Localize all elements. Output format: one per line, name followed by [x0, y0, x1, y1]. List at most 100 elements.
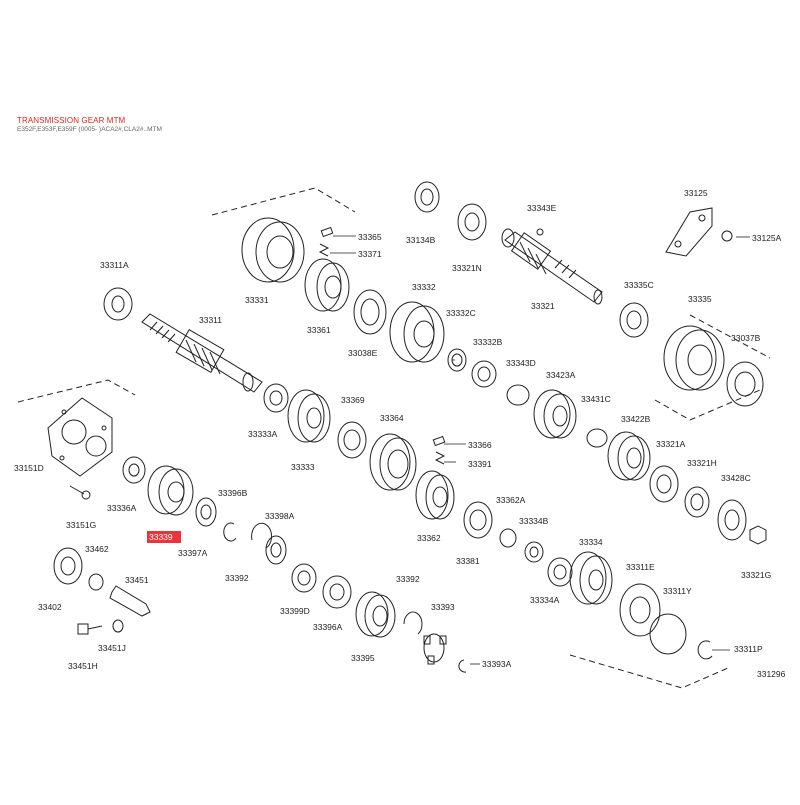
snap-ring-33311P: [697, 640, 713, 660]
part-label-33335[interactable]: 33335: [688, 294, 712, 304]
synchro-ring-33038E: [353, 289, 387, 335]
part-label-33398A[interactable]: 33398A: [265, 511, 295, 521]
synchro-ring-33037B: [726, 361, 764, 407]
collar-33431C: [586, 428, 608, 448]
part-label-33393A[interactable]: 33393A: [482, 659, 512, 669]
part-label-33428C[interactable]: 33428C: [721, 473, 751, 483]
part-label-33311P[interactable]: 33311P: [734, 644, 763, 654]
part-label-33038E[interactable]: 33038E: [348, 348, 378, 358]
part-label-33333[interactable]: 33333: [291, 462, 315, 472]
washer-33321H: [684, 486, 710, 518]
part-label-33321[interactable]: 33321: [531, 301, 555, 311]
dashed-frame-bottom: [569, 654, 729, 689]
figure-code: 331296: [757, 669, 786, 679]
sleeve-33395: [355, 591, 396, 638]
hub-33393: [423, 633, 447, 665]
part-label-33392[interactable]: 33392: [396, 574, 420, 584]
snap-ring-33392-left: [251, 522, 273, 549]
part-label-33393[interactable]: 33393: [431, 602, 455, 612]
sleeve-33364: [369, 433, 417, 491]
washer-33332C: [447, 348, 467, 372]
part-label-33343E[interactable]: 33343E: [527, 203, 557, 213]
highlight-box-33339: [147, 531, 181, 543]
part-label-33423A[interactable]: 33423A: [546, 370, 576, 380]
part-label-33125A[interactable]: 33125A: [752, 233, 782, 243]
part-label-33336A[interactable]: 33336A: [107, 503, 137, 513]
part-label-33334[interactable]: 33334: [579, 537, 603, 547]
parts-drawing: [17, 181, 771, 689]
gear-33339: [147, 465, 194, 516]
snap-ring-33393A: [458, 659, 467, 673]
part-label-33332B[interactable]: 33332B: [473, 337, 503, 347]
snap-ring-33134B: [414, 181, 440, 213]
part-label-33365[interactable]: 33365: [358, 232, 382, 242]
part-label-33451J[interactable]: 33451J: [98, 643, 126, 653]
leader-lines: [330, 235, 750, 665]
part-label-33399D[interactable]: 33399D: [280, 606, 310, 616]
part-label-33371[interactable]: 33371: [358, 249, 382, 259]
part-label-33311A[interactable]: 33311A: [100, 260, 129, 270]
retainer-33151D: [47, 397, 113, 477]
snap-ring-33311Y: [649, 613, 687, 655]
part-label-33311Y[interactable]: 33311Y: [663, 586, 692, 596]
part-label-33334A[interactable]: 33334A: [530, 595, 560, 605]
part-label-33331[interactable]: 33331: [245, 295, 269, 305]
ring-33362A: [499, 528, 517, 548]
part-label-33402[interactable]: 33402: [38, 602, 62, 612]
part-label-33334B[interactable]: 33334B: [519, 516, 549, 526]
part-label-33362A[interactable]: 33362A: [496, 495, 526, 505]
part-label-33332C[interactable]: 33332C: [446, 308, 476, 318]
part-label-33151G[interactable]: 33151G: [66, 520, 96, 530]
synchro-ring-33381: [463, 501, 493, 539]
bearing-33402: [53, 547, 83, 585]
part-label-33396A[interactable]: 33396A: [313, 622, 343, 632]
synchro-ring-33396A: [322, 575, 352, 609]
part-label-33361[interactable]: 33361: [307, 325, 331, 335]
bolt-33151G: [69, 485, 91, 500]
part-label-33391[interactable]: 33391: [468, 459, 492, 469]
part-label-33343D[interactable]: 33343D: [506, 358, 536, 368]
dashed-frame-right-bottom: [654, 389, 761, 421]
part-label-33369[interactable]: 33369: [341, 395, 365, 405]
part-label-33366[interactable]: 33366: [468, 440, 492, 450]
part-label-33333A[interactable]: 33333A: [248, 429, 278, 439]
part-label-33362[interactable]: 33362: [417, 533, 441, 543]
part-label-33451H[interactable]: 33451H: [68, 661, 98, 671]
part-label-33321N[interactable]: 33321N: [452, 263, 482, 273]
part-label-33321G[interactable]: 33321G: [741, 570, 771, 580]
collar-33343D: [506, 384, 530, 406]
part-label-33151D[interactable]: 33151D: [14, 463, 44, 473]
part-label-33037B[interactable]: 33037B: [731, 333, 761, 343]
part-label-33332[interactable]: 33332: [412, 282, 436, 292]
ball-33343E: [536, 228, 544, 236]
part-label-33422B[interactable]: 33422B: [621, 414, 651, 424]
part-label-33431C[interactable]: 33431C: [581, 394, 611, 404]
part-label-33321H[interactable]: 33321H: [687, 458, 717, 468]
part-label-33462[interactable]: 33462: [85, 544, 109, 554]
part-label-33321A[interactable]: 33321A: [656, 439, 686, 449]
bearing-33335C: [619, 302, 649, 338]
part-label-33381[interactable]: 33381: [456, 556, 480, 566]
gear-33361: [304, 258, 350, 312]
part-label-33392[interactable]: 33392: [225, 573, 249, 583]
part-label-33395[interactable]: 33395: [351, 653, 375, 663]
part-label-33397A[interactable]: 33397A: [178, 548, 208, 558]
ring-33396B: [195, 497, 217, 527]
part-label-33364[interactable]: 33364: [380, 413, 404, 423]
washer-33462: [88, 573, 104, 591]
part-label-33339[interactable]: 33339: [149, 532, 173, 542]
counter-shaft-part: [501, 228, 603, 305]
dashed-frame-top: [211, 187, 356, 216]
part-label-33335C[interactable]: 33335C: [624, 280, 654, 290]
part-label-33451[interactable]: 33451: [125, 575, 149, 585]
shifting-key-33366: [432, 435, 446, 465]
gear-33333: [287, 389, 331, 443]
part-label-33311[interactable]: 33311: [199, 315, 222, 325]
part-label-33396B[interactable]: 33396B: [218, 488, 248, 498]
part-label-33125[interactable]: 33125: [684, 188, 708, 198]
dashed-frame-right-top: [689, 314, 771, 359]
nut-33321G: [749, 525, 767, 545]
part-label-33134B[interactable]: 33134B: [406, 235, 436, 245]
part-label-33311E[interactable]: 33311E: [626, 562, 655, 572]
